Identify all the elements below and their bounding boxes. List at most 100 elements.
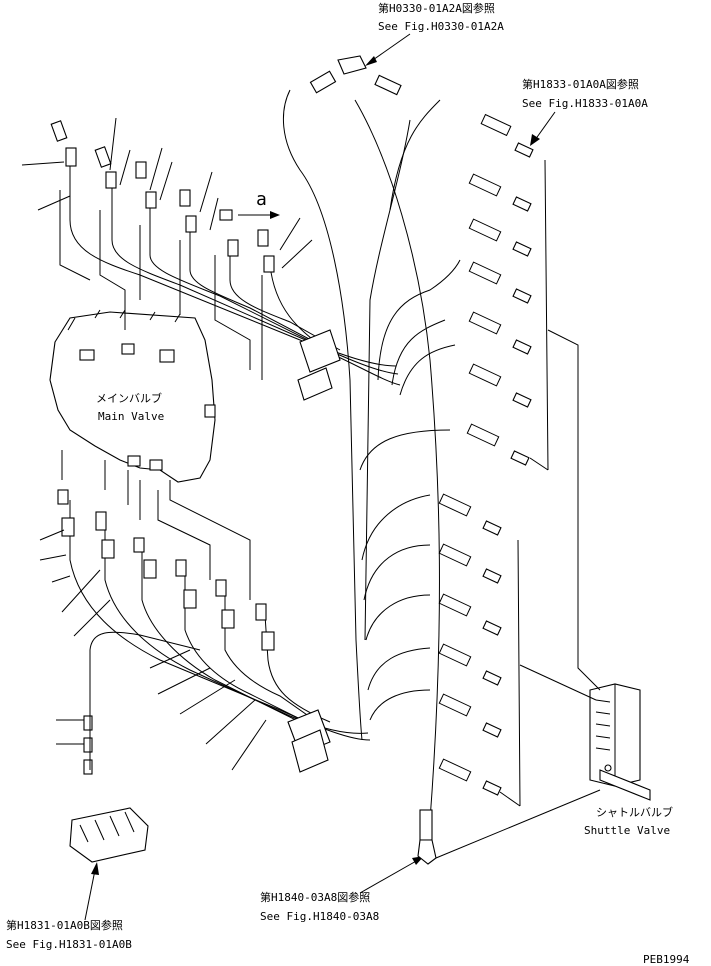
hose-upper-4 <box>189 220 331 351</box>
ref-bottom-left-leader <box>84 869 96 921</box>
right-fittings <box>438 113 601 807</box>
left-fittings <box>21 117 313 771</box>
small-valve-block-body <box>69 807 149 863</box>
fitting-row-6 <box>468 363 532 408</box>
bottom-elbow-fitting <box>417 789 601 865</box>
fitting-left-11 <box>257 229 269 247</box>
hose-right-curve-3 <box>399 344 456 396</box>
fitting-row-10 <box>438 593 502 636</box>
fitting-row-12 <box>438 693 502 738</box>
hose-right-curve-7 <box>365 594 431 641</box>
clamp-lower-2 <box>291 729 329 773</box>
tee-hose-end-right <box>374 74 402 96</box>
ref-bottom-left-arrowhead <box>91 862 99 875</box>
fitting-left-7 <box>179 189 191 207</box>
fitting-left-4 <box>105 171 117 189</box>
ref-bottom-center-leader <box>359 859 419 894</box>
main-valve-jp: メインバルブ <box>96 391 162 405</box>
fitting-row-5 <box>468 311 532 355</box>
main-valve-label-bg <box>88 385 190 425</box>
shuttle-valve-jp: シャトルバルブ <box>596 805 673 819</box>
elbow-tube <box>419 809 433 841</box>
hose-upper-3 <box>149 200 397 367</box>
ref-top-arrowhead <box>365 56 377 66</box>
main-valve: メインバルブ Main Valve <box>49 309 216 483</box>
fitting-row-7 <box>466 423 530 466</box>
fitting-left-6 <box>145 191 157 209</box>
fitting-left-20 <box>183 589 197 609</box>
fitting-left-16 <box>101 539 115 559</box>
right-boundary-lines <box>499 159 549 807</box>
hose-right-curve-9 <box>369 689 431 721</box>
fitting-row-2 <box>468 173 532 212</box>
shuttle-connect-line <box>547 329 601 691</box>
fitting-left-2 <box>65 147 77 167</box>
hose-lower-5 <box>224 590 321 725</box>
main-valve-port-d <box>127 455 141 467</box>
fitting-row-9 <box>438 543 502 584</box>
shuttle-valve: シャトルバルブ Shuttle Valve <box>584 683 673 837</box>
fitting-left-10 <box>227 239 239 257</box>
hose-long-4 <box>389 99 441 211</box>
main-valve-port-a <box>79 349 95 361</box>
fitting-left-3 <box>94 146 112 168</box>
bracket-lines-lower <box>61 450 251 600</box>
fitting-left-21 <box>215 579 227 597</box>
main-valve-spool-tops <box>67 309 181 331</box>
hose-lower-3 <box>141 540 301 723</box>
ref-bottom-center-jp: 第H1840-03A8図参照 <box>260 890 370 904</box>
ref-right-leader <box>534 111 556 141</box>
hose-lower-2 <box>104 520 369 734</box>
fitting-left-5 <box>135 161 147 179</box>
fitting-left-12 <box>263 255 275 273</box>
hose-right-curve-4 <box>359 429 451 471</box>
ref-bottom-left-jp: 第H1831-01A0B図参照 <box>6 918 123 932</box>
ref-top-leader <box>369 33 411 63</box>
small-valve-block <box>69 715 149 863</box>
fitting-left-23 <box>255 603 267 621</box>
drawing-number: PEB1994 <box>643 953 690 966</box>
fitting-left-18 <box>143 559 157 579</box>
hose-long-2 <box>354 99 440 821</box>
ref-right-jp: 第H1833-01A0A図参照 <box>522 77 639 91</box>
hose-right-curve-2 <box>391 319 446 386</box>
ref-bottom-center-en: See Fig.H1840-03A8 <box>260 910 379 923</box>
bracket-lines-upper <box>59 190 263 380</box>
hose-lower-1 <box>69 500 371 741</box>
shuttle-valve-ports <box>595 699 611 751</box>
small-valve-fitting-2 <box>83 737 93 753</box>
fitting-row-1 <box>480 113 534 158</box>
ref-top-en: See Fig.H0330-01A2A <box>378 20 504 33</box>
ref-bottom-center: 第H1840-03A8図参照 See Fig.H1840-03A8 <box>260 856 424 923</box>
shuttle-valve-bracket <box>599 769 651 801</box>
fitting-left-1 <box>50 120 68 142</box>
main-valve-side-port <box>204 404 216 418</box>
small-valve-block-detail <box>79 811 135 843</box>
hose-right-curve-8 <box>367 647 431 691</box>
top-tee-fitting <box>309 55 402 96</box>
main-valve-port-e <box>149 459 163 471</box>
fitting-left-17 <box>133 537 145 553</box>
hose-upper-5 <box>229 240 341 351</box>
clamp-upper-1 <box>299 329 341 373</box>
fitting-left-13 <box>57 489 69 505</box>
fitting-left-22 <box>221 609 235 629</box>
hose-bundle <box>69 89 461 821</box>
hose-right-curve-6 <box>363 544 431 601</box>
small-valve-fitting-3 <box>83 715 93 731</box>
shuttle-valve-bolt <box>604 764 612 772</box>
callout-lines-lower <box>39 529 267 771</box>
shuttle-valve-en: Shuttle Valve <box>584 824 670 837</box>
ref-right-arrowhead <box>530 134 540 146</box>
fitting-row-4 <box>468 261 532 304</box>
clamp-upper-2 <box>297 367 333 401</box>
ref-bottom-left-en: See Fig.H1831-01A0B <box>6 938 132 951</box>
tee-hose-end-left <box>309 70 337 94</box>
callout-lines-upper <box>21 117 313 269</box>
main-valve-port-c <box>159 349 175 363</box>
ref-right-en: See Fig.H1833-01A0A <box>522 97 648 110</box>
view-marker-a-upper-label: a <box>256 189 267 210</box>
ref-right: 第H1833-01A0A図参照 See Fig.H1833-01A0A <box>522 77 648 146</box>
fitting-left-8 <box>185 215 197 233</box>
